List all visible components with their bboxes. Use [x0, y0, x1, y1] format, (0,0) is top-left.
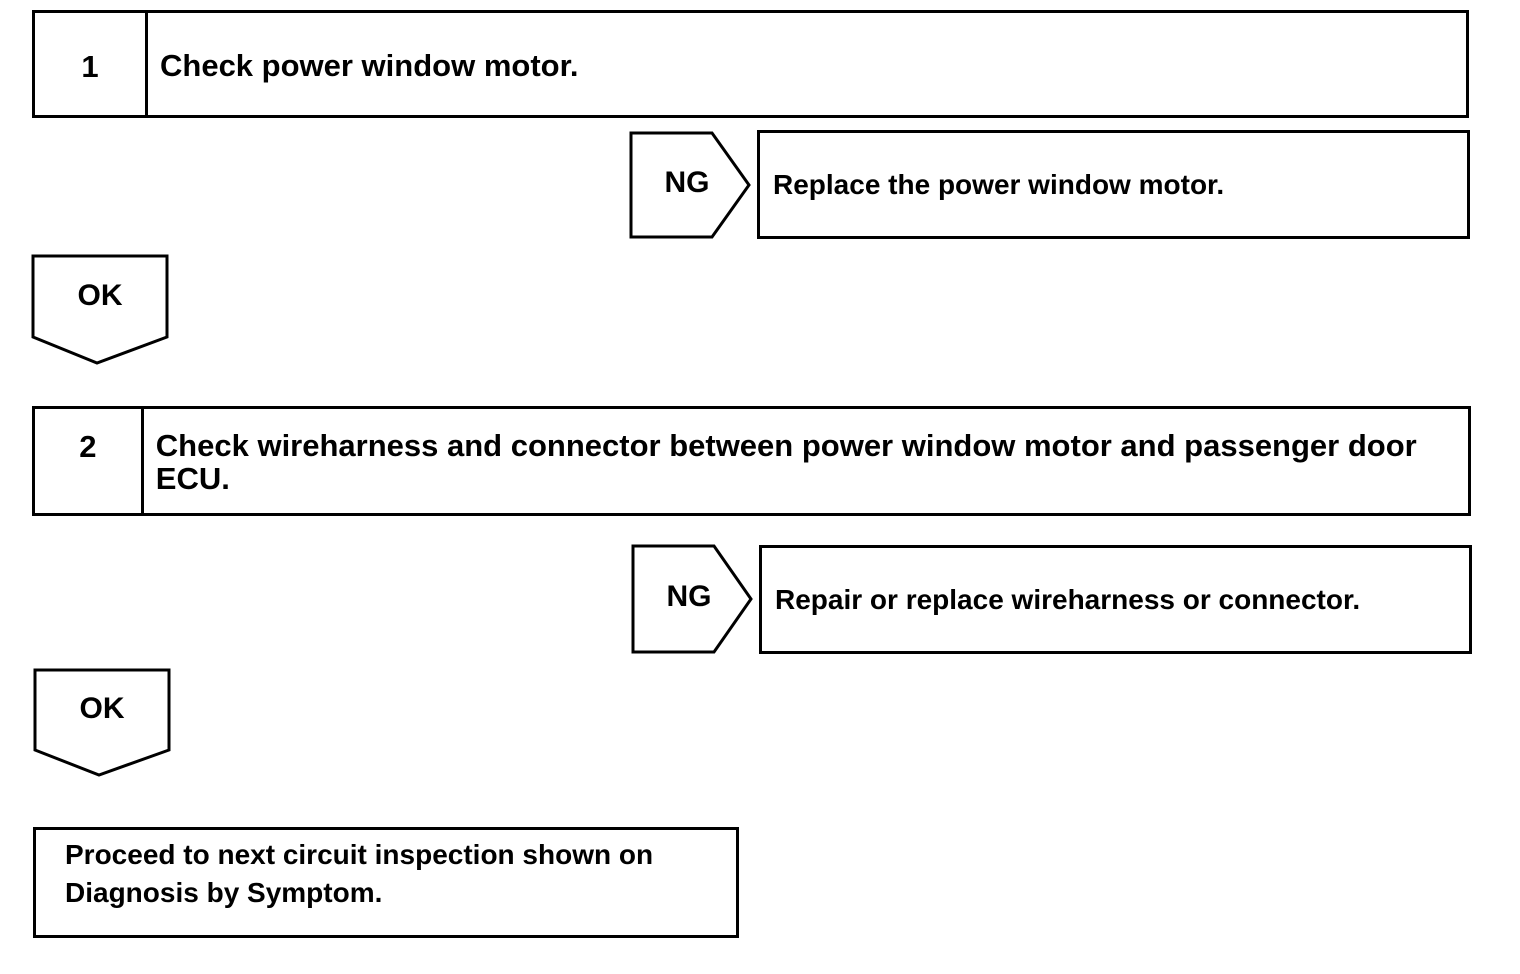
step-2-number: 2	[35, 409, 144, 513]
step-2-box: 2 Check wireharness and connector betwee…	[32, 406, 1471, 516]
ng-2-action-box: Repair or replace wireharness or connect…	[759, 545, 1472, 654]
step-2-text: Check wireharness and connector between …	[155, 428, 1417, 496]
ok-1-label: OK	[77, 279, 123, 312]
step-1-text: Check power window motor.	[160, 48, 579, 83]
ng-2-action-text: Repair or replace wireharness or connect…	[775, 583, 1361, 615]
ng-2-label: NG	[666, 580, 712, 613]
step-1-number: 1	[35, 13, 148, 115]
ng-1-action-box: Replace the power window motor.	[757, 130, 1470, 239]
ok-2-label: OK	[79, 692, 125, 725]
final-instruction-text: Proceed to next circuit inspection shown…	[65, 839, 654, 908]
ng-1-label: NG	[664, 166, 710, 199]
ng-1-action-text: Replace the power window motor.	[773, 168, 1225, 200]
final-instruction-box: Proceed to next circuit inspection shown…	[33, 827, 739, 938]
step-1-box: 1 Check power window motor.	[32, 10, 1469, 118]
